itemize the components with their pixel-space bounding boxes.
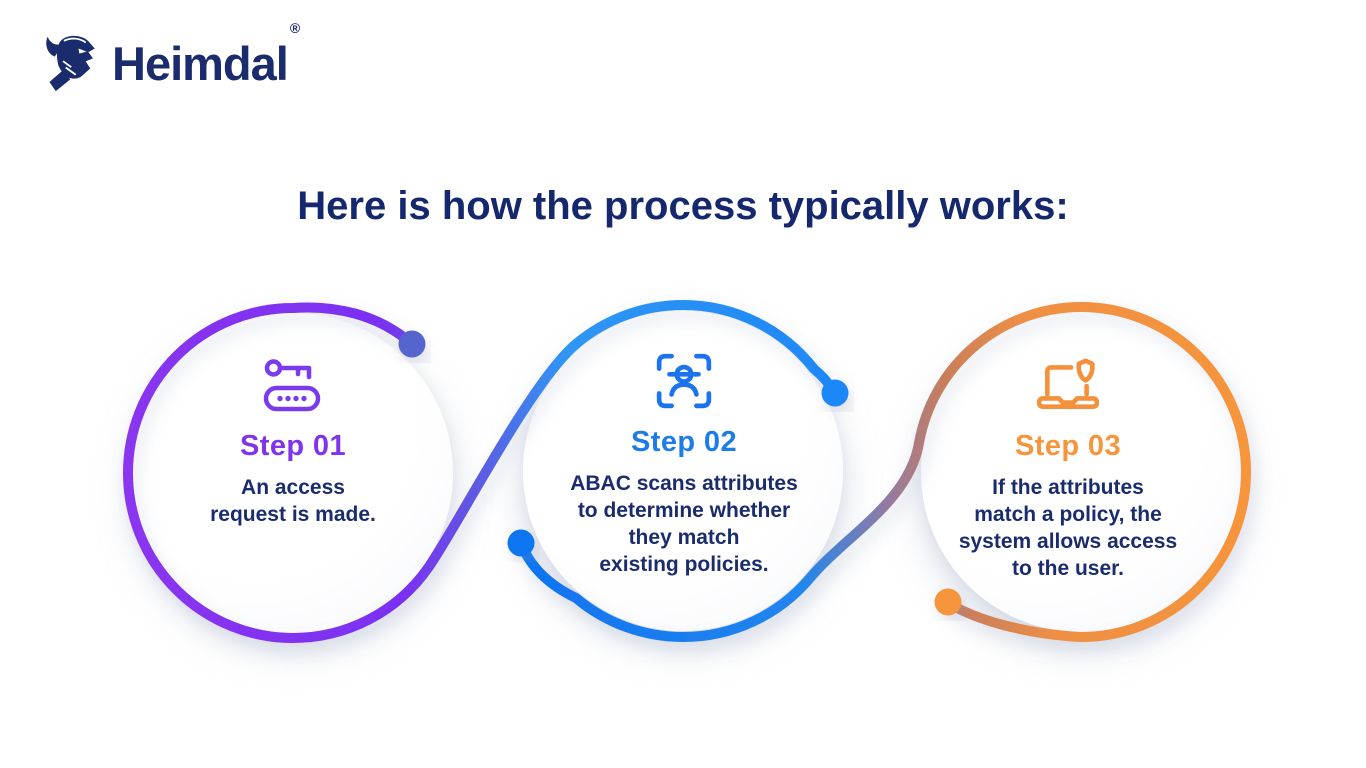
endpoint-dot-step3 — [934, 588, 962, 616]
step1-label: Step 01 — [240, 430, 346, 462]
step2-label: Step 02 — [631, 426, 737, 458]
page-title: Here is how the process typically works: — [297, 184, 1069, 228]
heimdal-logo: Heimdal® — [44, 20, 300, 96]
step3-description: If the attributes match a policy, the sy… — [958, 476, 1178, 580]
step3-block: Step 03 If the attributes match a policy… — [918, 348, 1218, 582]
endpoint-dot-step1 — [398, 330, 426, 358]
laptop-shield-icon — [918, 348, 1218, 422]
step1-block: Step 01 An access request is made. — [143, 348, 443, 528]
key-password-icon — [143, 348, 443, 422]
endpoint-dot-step2-right — [821, 379, 849, 407]
face-scan-icon — [534, 344, 834, 418]
step2-block: Step 02 ABAC scans attributes to determi… — [534, 344, 834, 578]
heimdal-viking-icon — [46, 35, 95, 92]
registered-mark: ® — [289, 19, 301, 36]
endpoint-dot-step2-left — [507, 529, 535, 557]
step2-disc — [523, 311, 843, 631]
flow-curve-step2-to-step3 — [516, 301, 1252, 643]
flow-curve-step1-to-step2 — [122, 299, 840, 644]
logo-wordmark: Heimdal — [112, 36, 289, 90]
step1-description: An access request is made. — [210, 476, 376, 526]
step3-label: Step 03 — [1015, 430, 1121, 462]
step2-description: ABAC scans attributes to determine wheth… — [570, 472, 798, 576]
